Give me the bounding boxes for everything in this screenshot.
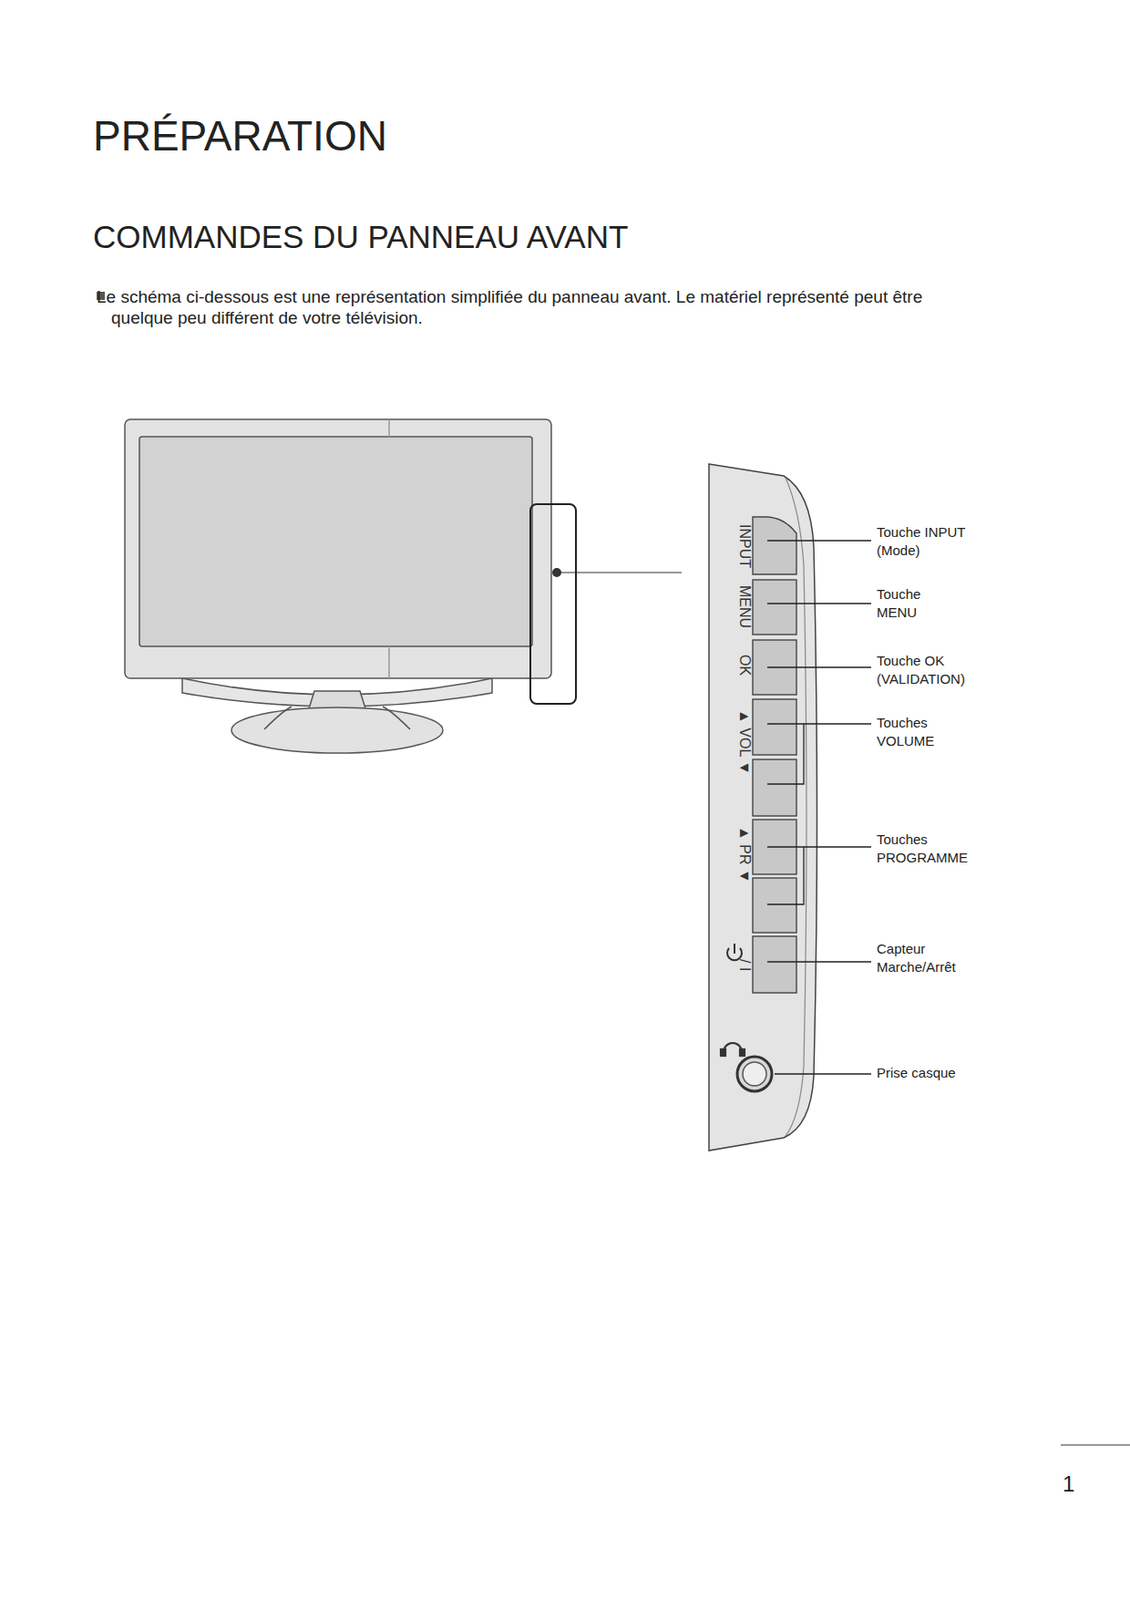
callout-label: Touche INPUT (Mode) — [876, 523, 977, 560]
panel-label: OK — [736, 654, 753, 676]
panel-buttons — [752, 516, 797, 993]
leader-lines — [767, 540, 872, 1074]
headphone-icon — [720, 1042, 745, 1056]
callout-label: Prise casque — [876, 1063, 987, 1082]
power-symbol — [727, 943, 742, 960]
page-rule — [1060, 1443, 1130, 1445]
leader-line — [556, 571, 682, 573]
highlight-frame — [530, 503, 576, 704]
callout-label: Touche OK (VALIDATION) — [876, 651, 977, 689]
side-panel — [708, 463, 818, 1151]
callout-label: Touches PROGRAMME — [876, 830, 977, 867]
panel-label: MENU — [736, 585, 753, 628]
panel-label: INPUT — [736, 523, 753, 568]
panel-label: ▲ VOL ▼ — [736, 708, 753, 775]
callout-label: Touches VOLUME — [876, 713, 946, 750]
page-number: 1 — [1062, 1470, 1075, 1497]
headphone-jack — [737, 1056, 772, 1091]
section-heading: COMMANDES DU PANNEAU AVANT — [92, 218, 628, 256]
tv-illustration — [124, 419, 552, 753]
headphone-jack-hole — [742, 1061, 767, 1086]
callout-label: Capteur Marche/Arrêt — [876, 939, 977, 976]
intro-note: Le schéma ci-dessous est une représentat… — [96, 286, 987, 329]
panel-label: ▲ PR ▼ — [736, 825, 753, 884]
panel-label: / I — [736, 958, 753, 971]
page-title: PRÉPARATION — [92, 111, 388, 161]
callout-label: Touche MENU — [876, 585, 946, 622]
